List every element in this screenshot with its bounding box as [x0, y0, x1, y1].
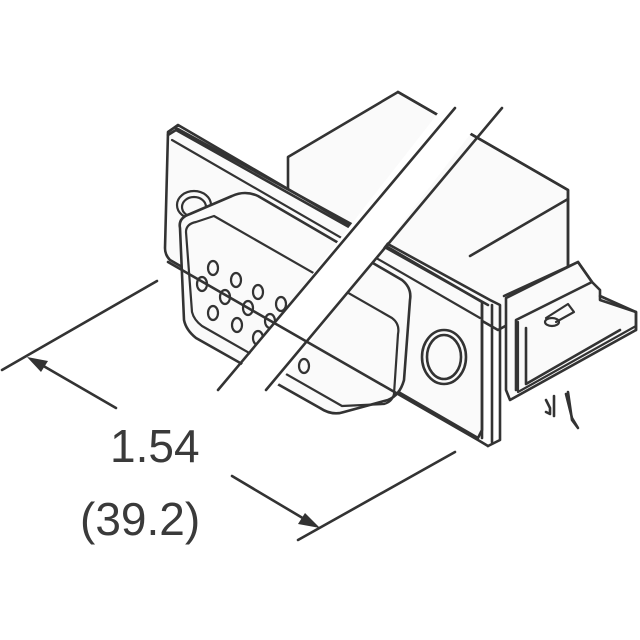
break-lines — [216, 85, 508, 395]
pin-hole-icon — [241, 299, 255, 317]
pin-hole-icon — [229, 271, 243, 289]
dimension-millimeters: (39.2) — [80, 493, 200, 545]
pin-hole-icon — [297, 357, 311, 375]
extension-line-front — [0, 279, 159, 372]
pcb-tail — [564, 390, 580, 430]
arrowhead-right-icon — [298, 513, 320, 528]
pin-hole-icon — [206, 304, 220, 322]
pcb-tail — [544, 398, 552, 416]
extension-line-rear — [296, 450, 457, 542]
dimension-line-left — [38, 362, 118, 410]
dimension-inches: 1.54 — [110, 420, 200, 472]
flange-bottom-edge — [166, 260, 490, 448]
arrowhead-left-icon — [27, 357, 48, 372]
pin-hole-icon — [274, 295, 288, 313]
pin-hole-icon — [230, 316, 244, 334]
pcb-bracket — [502, 260, 638, 430]
right-mounting-hole — [420, 328, 468, 386]
pin-hole-icon — [251, 283, 265, 301]
pin-hole-icon — [206, 259, 220, 277]
dimension-line-right — [230, 474, 308, 522]
dimension-annotation: 1.54 (39.2) — [0, 279, 457, 545]
